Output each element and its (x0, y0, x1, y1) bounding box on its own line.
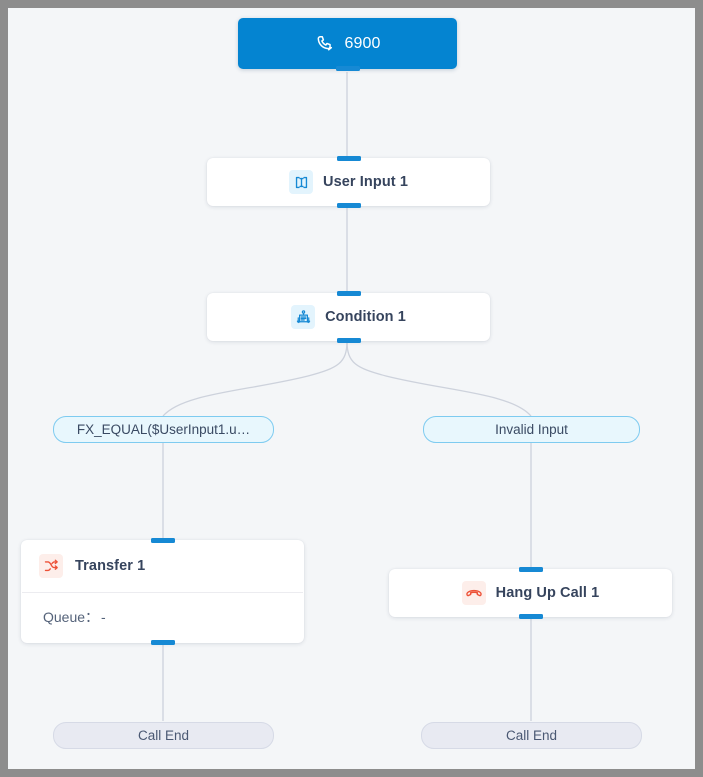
node-transfer[interactable]: Transfer 1 Queue： - (21, 538, 304, 645)
branch-pill-label: Invalid Input (495, 422, 568, 437)
terminal-pill-call-end-right[interactable]: Call End (421, 722, 642, 749)
handle-start-bottom[interactable] (335, 66, 360, 71)
handle-transfer-top[interactable] (150, 538, 175, 543)
node-condition[interactable]: Condition 1 (207, 291, 490, 343)
flow-canvas[interactable]: 6900 User Input 1 (8, 8, 695, 769)
node-start-label: 6900 (344, 34, 381, 52)
node-hang-up-label: Hang Up Call 1 (495, 585, 600, 601)
branch-pill-invalid-input[interactable]: Invalid Input (423, 416, 640, 443)
handle-condition-top[interactable] (336, 291, 361, 296)
handle-condition-bottom[interactable] (336, 338, 361, 343)
shuffle-icon (39, 554, 63, 578)
node-transfer-body: Queue： - (21, 593, 304, 641)
terminal-pill-label: Call End (505, 728, 558, 743)
hang-up-icon (461, 581, 486, 605)
terminal-pill-call-end-left[interactable]: Call End (53, 722, 274, 749)
handle-hangup-bottom[interactable] (518, 614, 543, 619)
condition-icon (291, 305, 316, 329)
queue-field-label: Queue： (43, 609, 100, 625)
user-input-icon (289, 170, 313, 194)
queue-field-value: - (101, 609, 106, 625)
terminal-pill-label: Call End (137, 728, 190, 743)
phone-icon (315, 34, 335, 54)
edge-condition-to-branch-left (162, 340, 348, 417)
node-divider (22, 592, 303, 593)
handle-user-input-bottom[interactable] (336, 203, 361, 208)
edge-condition-to-branch-right (346, 340, 532, 417)
node-transfer-label: Transfer 1 (75, 558, 146, 574)
node-start-call[interactable]: 6900 (238, 18, 457, 71)
handle-user-input-top[interactable] (336, 156, 361, 161)
edges-layer (162, 72, 532, 721)
node-user-input-label: User Input 1 (323, 174, 408, 190)
handle-hangup-top[interactable] (518, 567, 543, 572)
branch-pill-label: FX_EQUAL($UserInput1.u… (76, 422, 251, 437)
node-condition-label: Condition 1 (325, 309, 406, 325)
node-hang-up-call[interactable]: Hang Up Call 1 (389, 567, 672, 619)
branch-pill-condition-true[interactable]: FX_EQUAL($UserInput1.u… (53, 416, 274, 443)
handle-transfer-bottom[interactable] (150, 640, 175, 645)
node-user-input[interactable]: User Input 1 (207, 156, 490, 208)
